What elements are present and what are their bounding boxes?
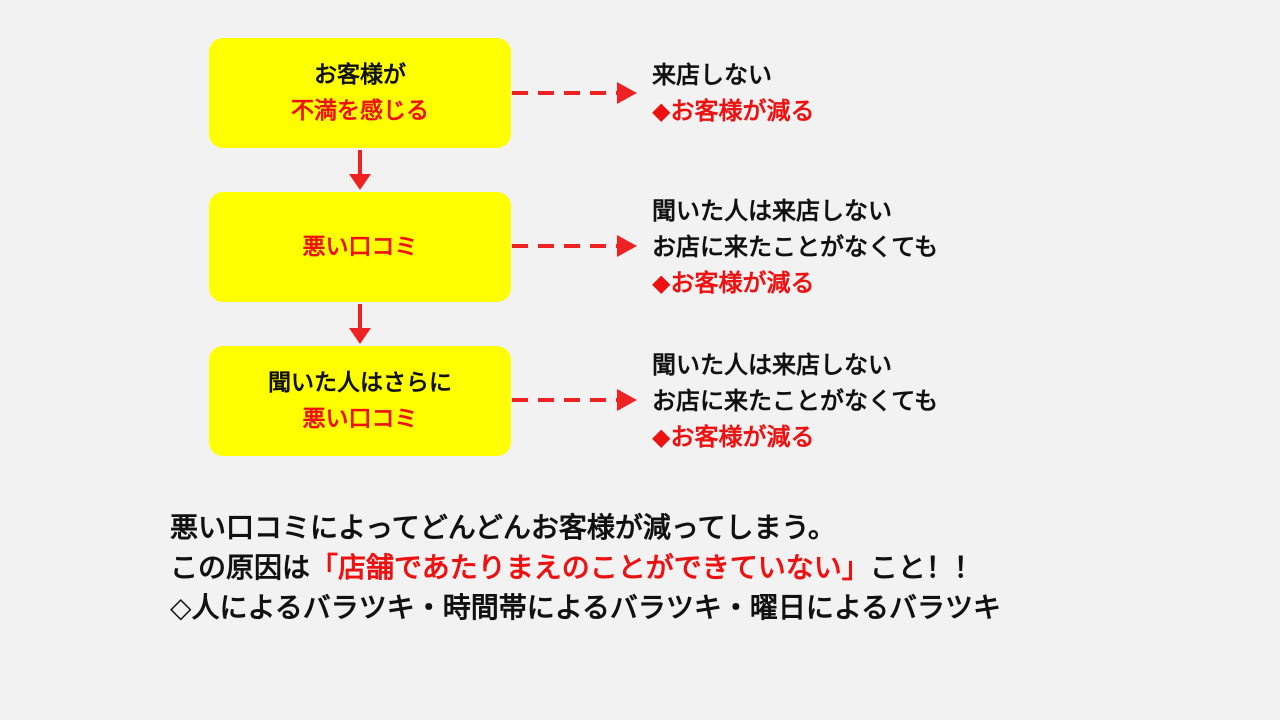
dashed-arrow-3 <box>512 389 637 411</box>
down-arrow-2 <box>349 304 371 344</box>
outcome-1-result: ◆お客様が減る <box>652 97 815 125</box>
outcome-1-line-1: 来店しない <box>652 61 772 89</box>
outcome-3: 聞いた人は来店しない お店に来たことがなくても ◆お客様が減る <box>652 347 938 455</box>
summary-line-2-suffix: こと！！ <box>869 551 982 584</box>
outcome-3-line-2: お店に来たことがなくても <box>652 387 939 415</box>
summary-line-2-prefix: この原因は <box>170 551 311 584</box>
outcome-2-line-2: お店に来たことがなくても <box>652 233 939 261</box>
down-arrow-1 <box>349 150 371 190</box>
outcome-2-line-1: 聞いた人は来店しない <box>652 197 892 225</box>
step-box-customer-dissatisfied: お客様が 不満を感じる <box>209 38 511 148</box>
step-3-line1: 聞いた人はさらに <box>268 370 452 396</box>
outcome-3-result: ◆お客様が減る <box>652 423 815 451</box>
outcome-2-result: ◆お客様が減る <box>652 269 815 297</box>
summary-line-2: この原因は「店舗であたりまえのことができていない」こと！！ <box>170 548 1001 588</box>
step-box-further-bad-review: 聞いた人はさらに 悪い口コミ <box>209 346 511 456</box>
step-2-line2: 悪い口コミ <box>302 234 418 260</box>
summary-text: 悪い口コミによってどんどんお客様が減ってしまう。 この原因は「店舗であたりまえの… <box>170 508 1001 628</box>
dashed-arrow-2 <box>512 235 637 257</box>
summary-line-1: 悪い口コミによってどんどんお客様が減ってしまう。 <box>170 511 836 544</box>
summary-line-2-highlight: 「店舗であたりまえのことができていない」 <box>310 551 870 584</box>
outcome-2: 聞いた人は来店しない お店に来たことがなくても ◆お客様が減る <box>652 193 938 301</box>
summary-line-3: ◇人によるバラツキ・時間帯によるバラツキ・曜日によるバラツキ <box>170 591 1002 624</box>
step-box-bad-review: 悪い口コミ <box>209 192 511 302</box>
outcome-3-line-1: 聞いた人は来店しない <box>652 351 892 379</box>
step-1-line2: 不満を感じる <box>291 98 429 124</box>
outcome-1: 来店しない ◆お客様が減る <box>652 57 814 129</box>
step-1-line1: お客様が <box>314 62 406 88</box>
step-3-line2: 悪い口コミ <box>302 406 418 432</box>
dashed-arrow-1 <box>512 82 637 104</box>
